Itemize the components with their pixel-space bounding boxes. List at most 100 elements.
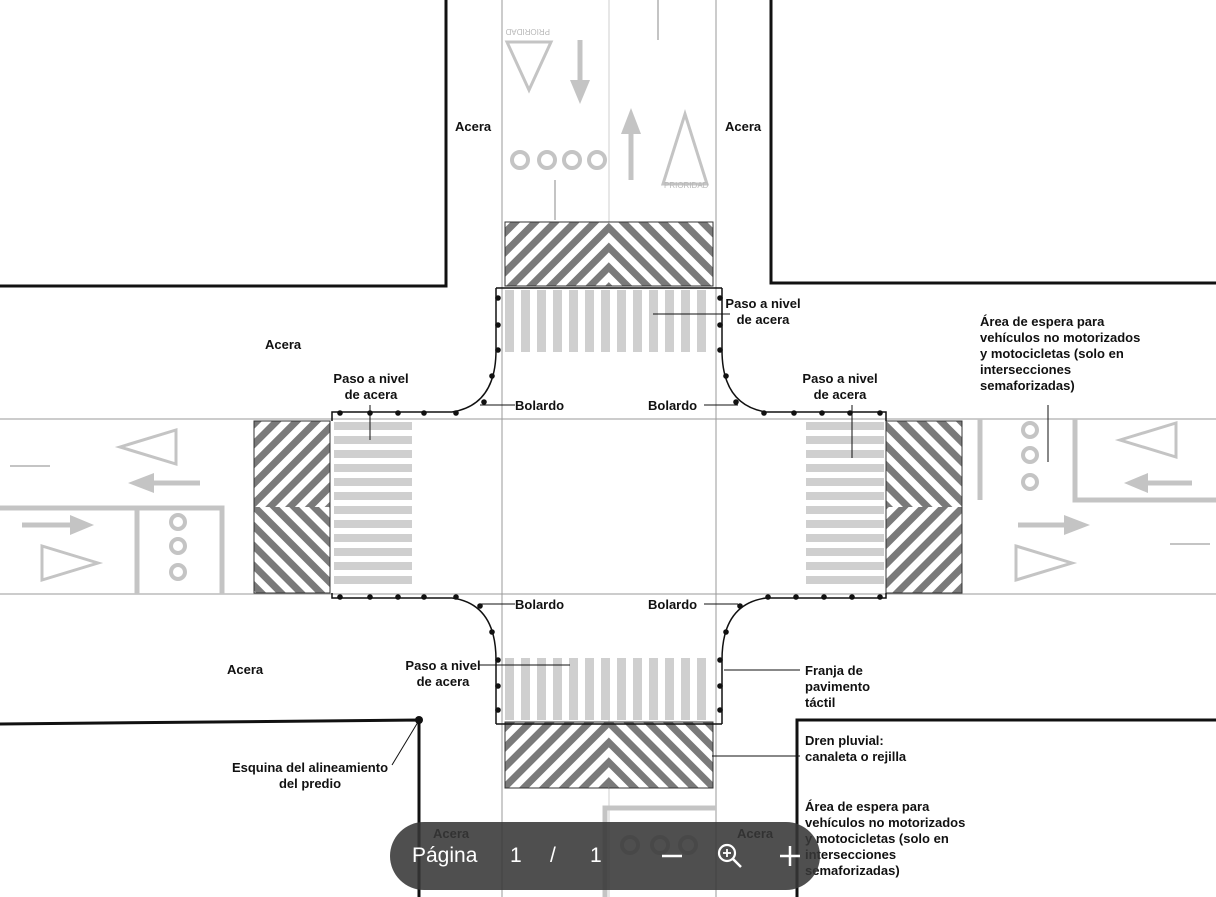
crosswalk-stripe <box>585 658 594 720</box>
label-line: Dren pluvial: <box>805 733 884 748</box>
crosswalk-stripe <box>521 290 530 352</box>
hatched-zones <box>253 221 963 789</box>
bollard <box>717 295 723 301</box>
crosswalk-stripe <box>806 464 884 472</box>
bollard <box>495 657 501 663</box>
bollard <box>717 322 723 328</box>
crosswalk-stripe <box>633 290 642 352</box>
bollards <box>337 295 883 713</box>
bollard <box>819 410 825 416</box>
label-bolardo: Bolardo <box>648 398 698 413</box>
label-line: del predio <box>278 776 342 791</box>
bollard <box>791 410 797 416</box>
label-esquina-alineamiento: Esquina del alineamiento del predio <box>210 760 410 792</box>
bollard <box>477 603 483 609</box>
crosswalk-stripe <box>334 562 412 570</box>
label-acera: Acera <box>725 119 762 134</box>
bollard <box>847 410 853 416</box>
label-line: semaforizadas) <box>980 378 1075 393</box>
crosswalk-stripe <box>334 534 412 542</box>
crosswalk-stripe <box>697 290 706 352</box>
label-line: de acera <box>813 387 867 402</box>
zoom-out-button[interactable] <box>656 840 688 872</box>
crosswalk-stripe <box>806 450 884 458</box>
property-corner-point <box>415 716 423 724</box>
bollard <box>723 373 729 379</box>
label-line: vehículos no motorizados <box>805 815 966 830</box>
crosswalk-stripe <box>665 290 674 352</box>
bollard <box>717 707 723 713</box>
label-line: Esquina del alineamiento <box>231 760 389 775</box>
crosswalk-stripe <box>806 576 884 584</box>
crosswalk-stripe <box>521 658 530 720</box>
crosswalk-stripe <box>334 422 412 430</box>
crosswalk-stripe <box>806 492 884 500</box>
current-page-number[interactable]: 1 <box>510 844 522 867</box>
bollard <box>733 399 739 405</box>
crosswalk-stripe <box>537 658 546 720</box>
crosswalk-stripe <box>665 658 674 720</box>
bollard <box>765 594 771 600</box>
crosswalk-stripe <box>617 658 626 720</box>
crosswalk-stripe <box>537 290 546 352</box>
crosswalk-stripe <box>505 290 514 352</box>
crosswalk-stripe <box>806 520 884 528</box>
page-separator: / <box>550 844 556 867</box>
label-line: Paso a nivel <box>725 296 801 311</box>
bollard <box>495 707 501 713</box>
label-line: de acera <box>736 312 790 327</box>
crosswalk-stripe <box>806 562 884 570</box>
minus-icon <box>662 854 682 858</box>
crosswalk-stripe <box>505 658 514 720</box>
bollard <box>495 683 501 689</box>
label-line: Paso a nivel <box>405 658 481 673</box>
bollard <box>367 594 373 600</box>
label-line: semaforizadas) <box>805 863 900 878</box>
crosswalk-stripe <box>601 658 610 720</box>
label-paso-a-nivel-left: Paso a nivel de acera <box>328 371 414 403</box>
label-line: de acera <box>416 674 470 689</box>
label-line: y motocicletas (solo en <box>980 346 1124 361</box>
zoom-in-button[interactable] <box>774 840 806 872</box>
label-line: Franja de <box>805 663 863 678</box>
label-bolardo: Bolardo <box>648 597 698 612</box>
bollard <box>337 594 343 600</box>
bollard <box>421 410 427 416</box>
bollard <box>489 629 495 635</box>
crosswalk-stripe <box>806 534 884 542</box>
crosswalk-stripe <box>334 450 412 458</box>
label-line: intersecciones <box>980 362 1072 377</box>
crosswalk-stripe <box>806 478 884 486</box>
crosswalk-stripe <box>334 436 412 444</box>
bollard <box>761 410 767 416</box>
zoom-button[interactable] <box>714 840 746 872</box>
label-line: vehículos no motorizados <box>980 330 1141 345</box>
crosswalk-stripe <box>334 520 412 528</box>
bollard <box>877 594 883 600</box>
leader-lines <box>369 313 1049 766</box>
crosswalk-stripe <box>681 658 690 720</box>
label-acera: Acera <box>265 337 302 352</box>
label-paso-a-nivel-bottom: Paso a nivel de acera <box>402 658 484 690</box>
bollard <box>717 657 723 663</box>
bollard <box>793 594 799 600</box>
label-line: intersecciones <box>805 847 897 862</box>
crosswalk-stripe <box>585 290 594 352</box>
label-acera: Acera <box>455 119 492 134</box>
bollard <box>421 594 427 600</box>
crosswalk-stripe <box>633 658 642 720</box>
crosswalk-stripe <box>334 464 412 472</box>
crosswalk-stripe <box>334 548 412 556</box>
label-area-espera-right: Área de espera para vehículos no motoriz… <box>980 314 1170 394</box>
bollard <box>337 410 343 416</box>
label-line: táctil <box>805 695 836 710</box>
plus-icon <box>780 846 800 866</box>
crosswalk-stripe <box>334 492 412 500</box>
label-line: Área de espera para <box>805 799 930 814</box>
bollard <box>821 594 827 600</box>
label-bolardo: Bolardo <box>515 597 565 612</box>
label-line: Paso a nivel <box>802 371 878 386</box>
total-pages: 1 <box>590 844 602 867</box>
